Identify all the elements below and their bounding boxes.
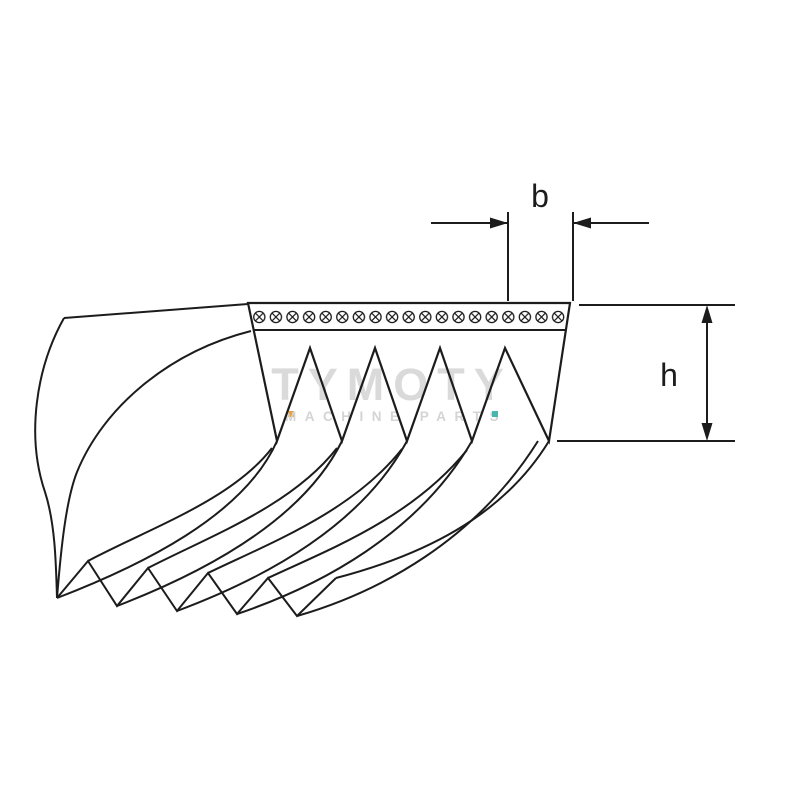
belt-top-back-edge [63, 303, 249, 319]
cross-section-outline [246, 301, 572, 446]
watermark-orange-dot [288, 411, 294, 417]
watermark-subtitle: MACHINE PARTS [285, 409, 507, 424]
rib-curve [116, 440, 343, 607]
h-arrow-down-icon [701, 423, 713, 441]
belt-body-curves [34, 303, 550, 618]
rib-curve [56, 440, 278, 599]
groove-curve [147, 447, 338, 569]
b-arrow-right-icon [490, 217, 508, 229]
rib-curve [236, 440, 473, 615]
belt-outer-right-curve [335, 440, 550, 579]
watermark: TYMOTY MACHINE PARTS [271, 359, 513, 424]
groove-curve [267, 449, 468, 579]
b-arrow-left-icon [573, 217, 591, 229]
b-label: b [531, 178, 549, 214]
dimension-h: h [557, 304, 735, 442]
h-label: h [660, 357, 678, 393]
groove-curve [87, 447, 273, 562]
rib-curve [176, 440, 408, 612]
watermark-teal-dot [492, 411, 498, 417]
belt-outer-left-edge [34, 317, 65, 599]
tension-cord-band [251, 305, 566, 329]
watermark-title: TYMOTY [271, 359, 513, 410]
belt-band-side-curve [56, 330, 252, 599]
rib-end-zigzag [56, 559, 337, 618]
h-arrow-up-icon [701, 305, 713, 323]
cross-section [246, 301, 572, 446]
dimension-b: b [431, 178, 649, 301]
rib-curve [296, 440, 539, 617]
cross-section-face-fill [248, 303, 570, 441]
groove-curve [207, 448, 403, 574]
